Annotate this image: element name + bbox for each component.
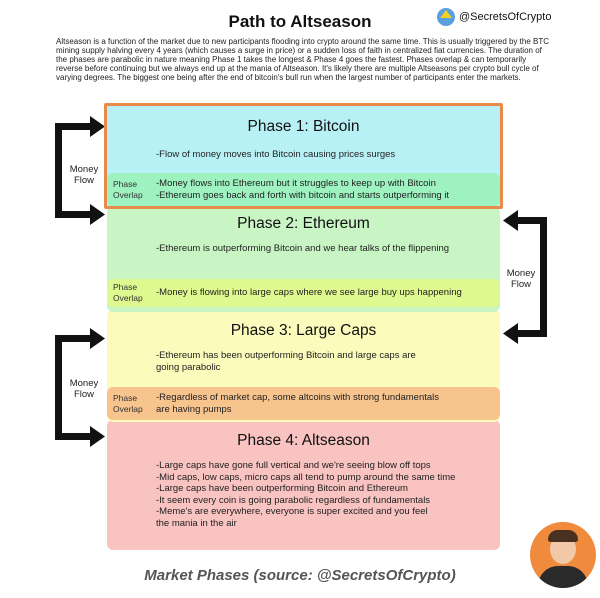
phase-3-box: Phase 3: Large Caps -Ethereum has been o… <box>107 310 500 422</box>
left-arrow-1-icon <box>55 116 105 225</box>
overlap-label: Phase Overlap <box>113 282 143 303</box>
phase-title: Phase 4: Altseason <box>237 432 370 449</box>
overlap-text: -Regardless of market cap, some altcoins… <box>156 392 440 415</box>
page-title: Path to Altseason <box>228 12 372 31</box>
author-handle: @SecretsOfCrypto <box>437 8 551 26</box>
phase-title: Phase 2: Ethereum <box>237 215 370 232</box>
author-avatar <box>530 522 596 588</box>
phase-body: -Ethereum has been outperforming Bitcoin… <box>156 350 416 373</box>
left-arrow-2-icon <box>55 328 105 447</box>
phase-body: -Ethereum is outperforming Bitcoin and w… <box>156 243 450 254</box>
phase-2-box: Phase 2: Ethereum -Ethereum is outperfor… <box>107 207 500 312</box>
phase-overlap: Phase Overlap -Regardless of market cap,… <box>107 387 500 420</box>
overlap-text: -Money flows into Ethereum but it strugg… <box>156 178 450 201</box>
money-flow-label: Money Flow <box>69 378 99 400</box>
right-arrow-icon <box>503 210 547 344</box>
overlap-text: -Money is flowing into large caps where … <box>156 287 462 298</box>
phase-title: Phase 3: Large Caps <box>230 322 377 339</box>
overlap-label: Phase Overlap <box>113 393 143 414</box>
handle-text: @SecretsOfCrypto <box>459 11 552 23</box>
overlap-label: Phase Overlap <box>113 179 143 200</box>
phase-4-box: Phase 4: Altseason -Large caps have gone… <box>107 420 500 550</box>
money-flow-label: Money Flow <box>69 164 99 186</box>
phase-overlap: Phase Overlap -Money flows into Ethereum… <box>107 173 500 206</box>
phase-overlap: Phase Overlap -Money is flowing into lar… <box>107 279 500 307</box>
phase-body: -Large caps have gone full vertical and … <box>156 460 456 529</box>
caption: Market Phases (source: @SecretsOfCrypto) <box>144 567 456 584</box>
logo-icon <box>437 8 455 26</box>
phase-body: -Flow of money moves into Bitcoin causin… <box>156 149 396 160</box>
phase-title: Phase 1: Bitcoin <box>247 118 360 135</box>
money-flow-label: Money Flow <box>506 268 536 290</box>
intro-paragraph: Altseason is a function of the market du… <box>56 37 549 82</box>
phase-1-box-highlighted: Phase 1: Bitcoin -Flow of money moves in… <box>104 103 503 209</box>
